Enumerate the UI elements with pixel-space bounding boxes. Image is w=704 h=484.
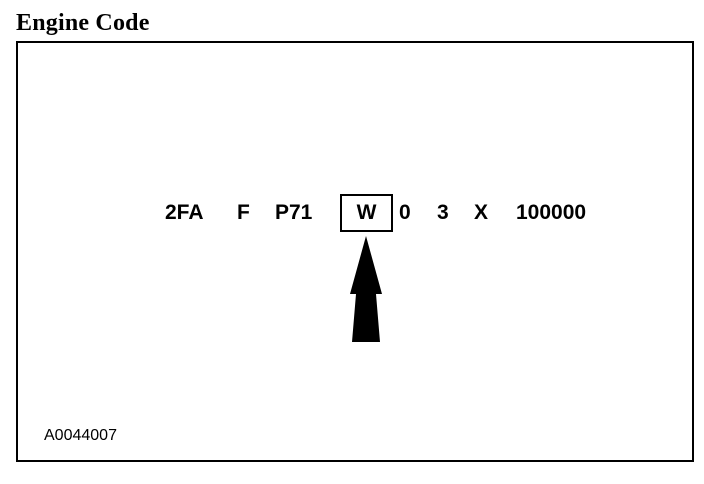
vin-segment-3: P71 xyxy=(275,201,313,224)
vin-segment-7: X xyxy=(474,201,489,224)
vin-segment-6: 3 xyxy=(437,201,449,224)
vin-segment-1: 2FA xyxy=(165,201,204,224)
reference-code: A0044007 xyxy=(44,427,117,444)
highlighted-engine-code: W xyxy=(356,201,377,224)
vin-segment-8: 100000 xyxy=(516,201,587,224)
vin-segment-5: 0 xyxy=(399,201,411,224)
diagram-frame xyxy=(16,41,694,462)
diagram-title: Engine Code xyxy=(16,10,150,36)
arrow-up-icon xyxy=(350,236,382,342)
vin-segment-2: F xyxy=(237,201,250,224)
highlight-box xyxy=(340,194,393,232)
